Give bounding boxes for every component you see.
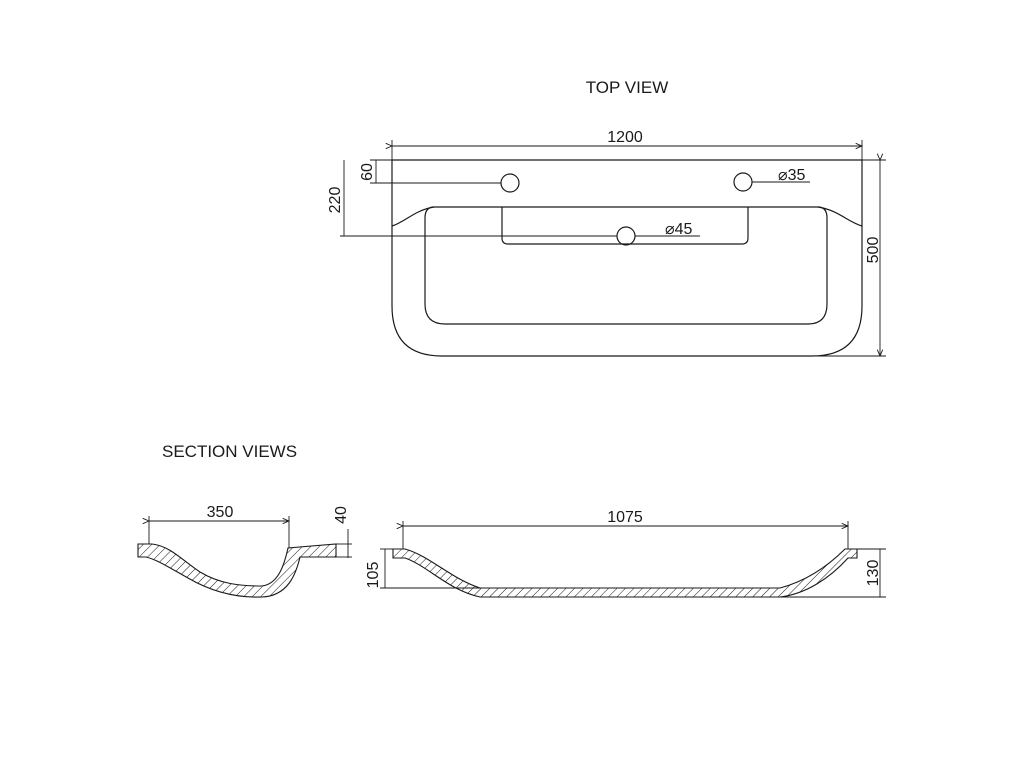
top-view-title: TOP VIEW xyxy=(586,78,669,97)
bowl-outline xyxy=(391,206,863,227)
basin-outline xyxy=(391,159,863,357)
dim-dia-45: ⌀45 xyxy=(665,221,693,238)
dim-105: 105 xyxy=(365,562,382,589)
dim-130: 130 xyxy=(865,560,882,587)
long-section xyxy=(392,548,858,598)
dim-1200: 1200 xyxy=(607,129,643,146)
dim-500: 500 xyxy=(865,237,882,264)
waste-recess xyxy=(501,207,749,245)
waste-hole xyxy=(616,226,636,246)
dim-60: 60 xyxy=(359,163,376,181)
section-views-title: SECTION VIEWS xyxy=(162,442,297,461)
tap-hole-left xyxy=(500,173,520,193)
short-section xyxy=(137,543,337,598)
tap-hole-right xyxy=(733,172,753,192)
dim-350: 350 xyxy=(207,504,234,521)
dim-dia-35: ⌀35 xyxy=(778,167,806,184)
dim-1075: 1075 xyxy=(607,509,643,526)
top-view: TOP VIEW 1200 500 60 220 ⌀35 xyxy=(327,78,886,356)
dim-220: 220 xyxy=(327,187,344,214)
bowl-inner xyxy=(424,206,828,325)
dim-40: 40 xyxy=(333,506,350,524)
section-views: SECTION VIEWS 350 40 1075 105 130 xyxy=(137,442,886,598)
